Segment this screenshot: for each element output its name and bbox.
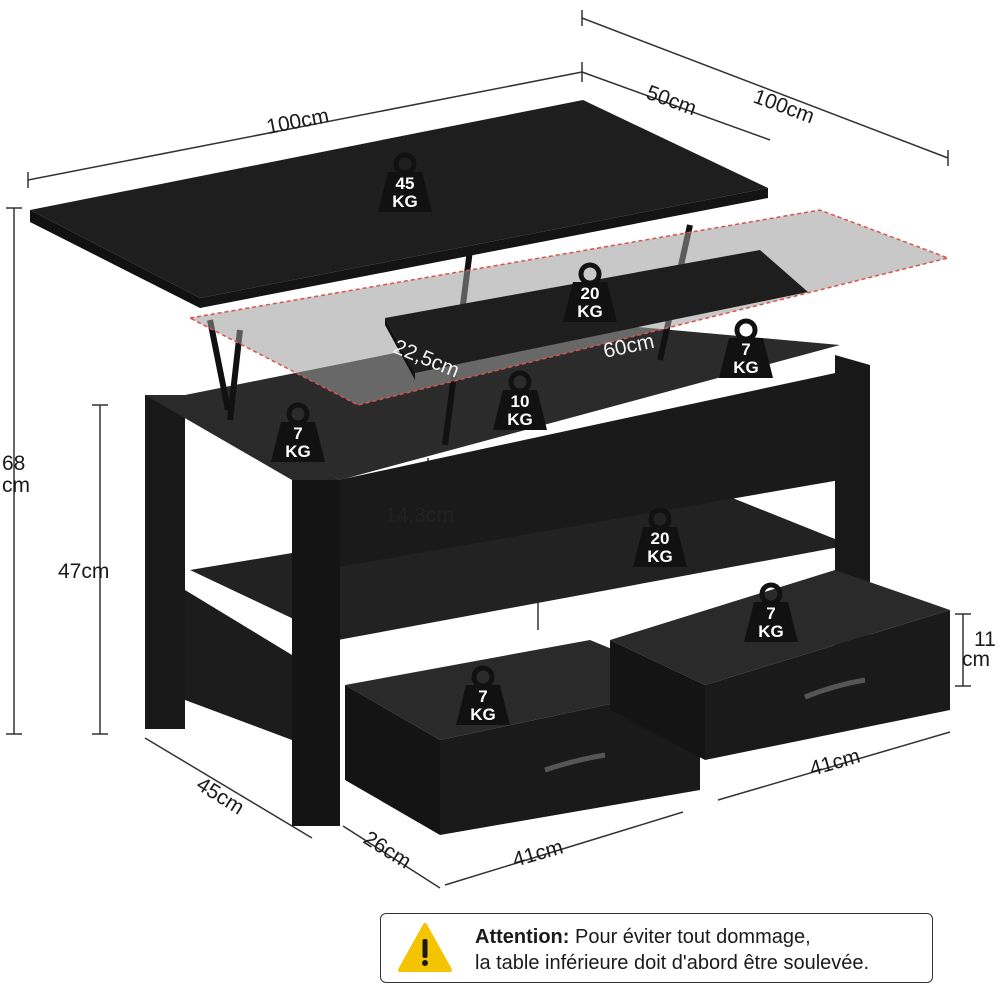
dim-height-body: 47cm	[58, 560, 109, 583]
svg-text:45: 45	[396, 174, 415, 193]
svg-text:7: 7	[766, 604, 775, 623]
drawer-handle[interactable]	[804, 677, 866, 700]
svg-text:7: 7	[478, 687, 487, 706]
dim-top-width-front: 100cm	[265, 104, 331, 139]
table-leg-front-left	[292, 480, 340, 826]
svg-text:KG: KG	[733, 358, 759, 377]
svg-text:KG: KG	[577, 302, 603, 321]
dim-height-total-unit: cm	[2, 474, 30, 497]
weight-icon: 10 KG	[493, 373, 547, 430]
svg-text:20: 20	[581, 284, 600, 303]
svg-text:20: 20	[651, 529, 670, 548]
dim-top-depth: 50cm	[643, 81, 699, 120]
svg-text:KG: KG	[470, 705, 496, 724]
warning-exclamation-icon	[398, 923, 452, 972]
svg-text:KG: KG	[758, 622, 784, 641]
weight-icon: 7 KG	[744, 585, 798, 642]
dim-drawer-height-unit: cm	[962, 648, 990, 671]
svg-text:10: 10	[511, 392, 530, 411]
table-leg-back-left	[145, 395, 185, 729]
svg-text:7: 7	[293, 424, 302, 443]
weight-icon: 45 KG	[378, 155, 432, 212]
drawer-handle[interactable]	[544, 752, 606, 773]
dim-depth-base: 45cm	[192, 773, 248, 820]
lower-shelf	[190, 485, 850, 640]
svg-text:7: 7	[741, 340, 750, 359]
dim-top-width-back: 100cm	[750, 85, 817, 128]
svg-text:KG: KG	[285, 442, 311, 461]
dim-compartment-height: 14,3cm	[385, 504, 454, 527]
table-body-front	[292, 372, 840, 575]
notice-line1: Pour éviter tout dommage,	[574, 926, 811, 948]
weight-icon: 7 KG	[271, 405, 325, 462]
notice-line2: la table inférieure doit d'abord être so…	[475, 952, 870, 974]
weight-icon: 7 KG	[456, 668, 510, 725]
svg-text:KG: KG	[647, 547, 673, 566]
svg-text:KG: KG	[392, 192, 418, 211]
dim-height-total-num: 68	[2, 452, 25, 475]
lower-side-panel	[185, 590, 292, 740]
dim-shelf-height: 13,5cm	[500, 568, 569, 591]
notice-label: Attention:	[475, 926, 570, 948]
dim-drawer-depth: 26cm	[359, 827, 415, 874]
dim-drawer-width-left: 41cm	[510, 836, 566, 872]
weight-icon: 20 KG	[563, 265, 617, 322]
dimension-lines	[6, 10, 971, 889]
svg-text:KG: KG	[507, 410, 533, 429]
weight-icon: 7 KG	[719, 321, 773, 378]
dim-drawer-height-num: 11	[974, 628, 996, 651]
attention-notice: Attention: Pour éviter tout dommage, la …	[380, 913, 933, 983]
dim-drawer-width-right: 41cm	[807, 745, 863, 781]
weight-icon: 20 KG	[633, 510, 687, 567]
